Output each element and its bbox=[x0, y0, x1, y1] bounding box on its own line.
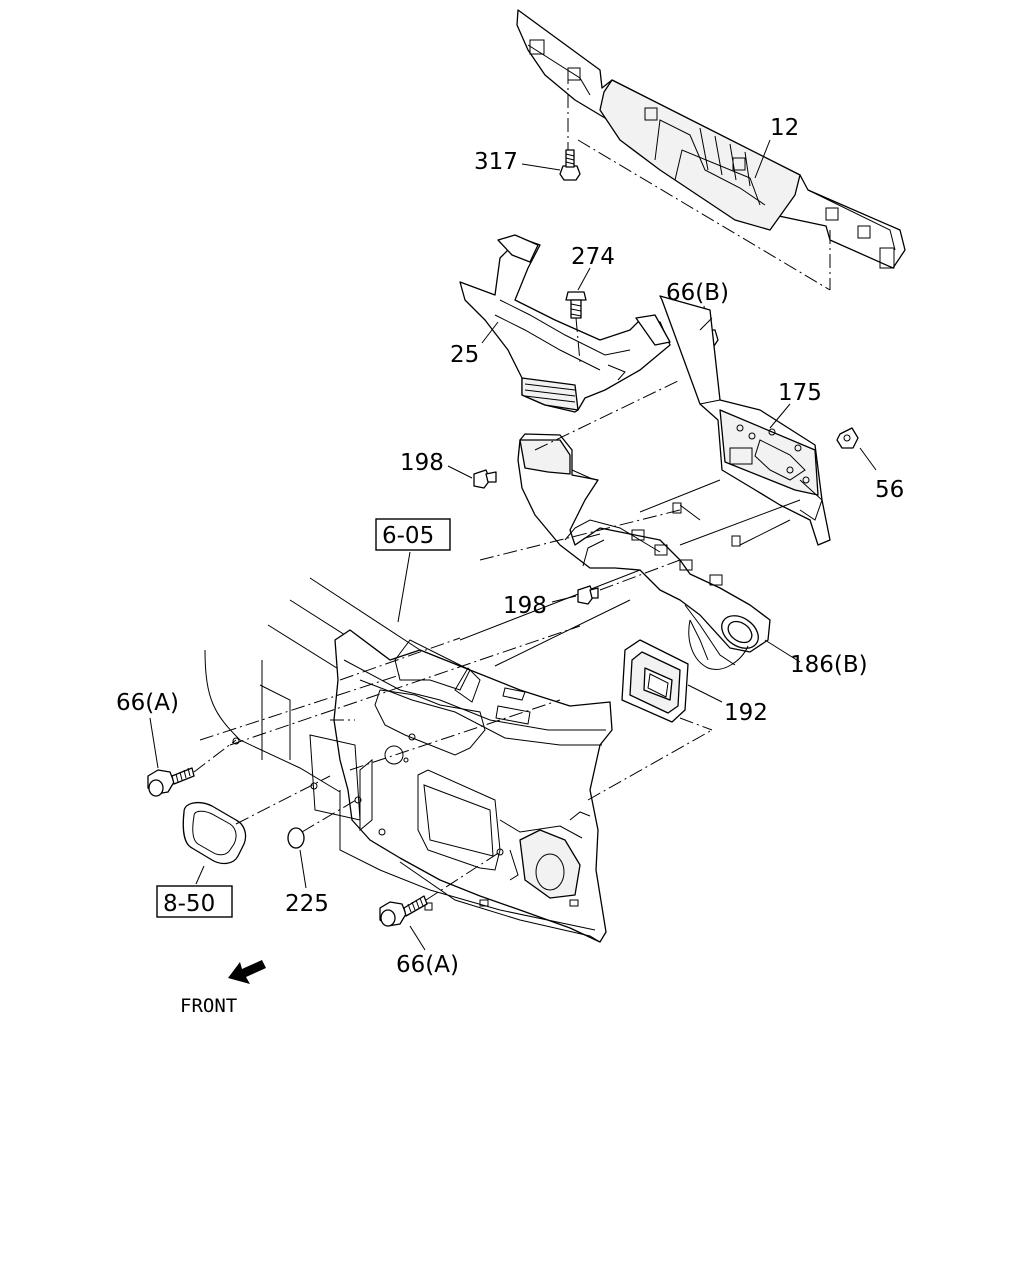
part-198-lower-clip bbox=[551, 585, 599, 605]
part-198-upper-clip bbox=[447, 465, 497, 489]
leader-12 bbox=[754, 139, 771, 179]
part-dash-panel bbox=[199, 577, 713, 943]
part-175-bracket bbox=[639, 295, 831, 547]
callout-66b: 66(B) bbox=[666, 280, 729, 306]
callout-66a-left: 66(A) bbox=[116, 690, 179, 716]
part-25-duct bbox=[459, 234, 671, 413]
leader-6-05 bbox=[397, 551, 411, 623]
callout-56: 56 bbox=[875, 477, 904, 503]
callout-317: 317 bbox=[474, 149, 518, 175]
part-66a-left-bolt bbox=[147, 717, 240, 797]
ref-box-6-05 bbox=[375, 518, 451, 551]
part-56-nut bbox=[836, 427, 877, 471]
callout-66a-bottom: 66(A) bbox=[396, 952, 459, 978]
front-label: FRONT bbox=[180, 995, 237, 1017]
part-8-50-grommet bbox=[182, 775, 331, 885]
callout-198-lower: 198 bbox=[503, 593, 547, 619]
part-duct-assembly bbox=[459, 379, 771, 667]
callout-198-upper: 198 bbox=[400, 450, 444, 476]
part-12-cowl-panel bbox=[516, 9, 906, 291]
callout-25: 25 bbox=[450, 342, 479, 368]
part-192-gasket bbox=[621, 639, 723, 723]
callout-12: 12 bbox=[770, 115, 799, 141]
callout-175: 175 bbox=[778, 380, 822, 406]
part-186b-hose bbox=[688, 619, 801, 670]
part-274-screw bbox=[565, 267, 591, 363]
part-225-plug bbox=[287, 796, 362, 889]
callout-6-05: 6-05 bbox=[382, 523, 434, 549]
callout-8-50: 8-50 bbox=[163, 891, 215, 917]
ref-box-8-50 bbox=[156, 885, 233, 918]
part-317-bolt bbox=[521, 149, 581, 181]
callout-274: 274 bbox=[571, 244, 615, 270]
callout-186b: 186(B) bbox=[790, 652, 868, 678]
part-66a-bottom-bolt bbox=[379, 848, 504, 951]
callout-225: 225 bbox=[285, 891, 329, 917]
callout-192: 192 bbox=[724, 700, 768, 726]
front-arrow-icon bbox=[228, 960, 266, 984]
